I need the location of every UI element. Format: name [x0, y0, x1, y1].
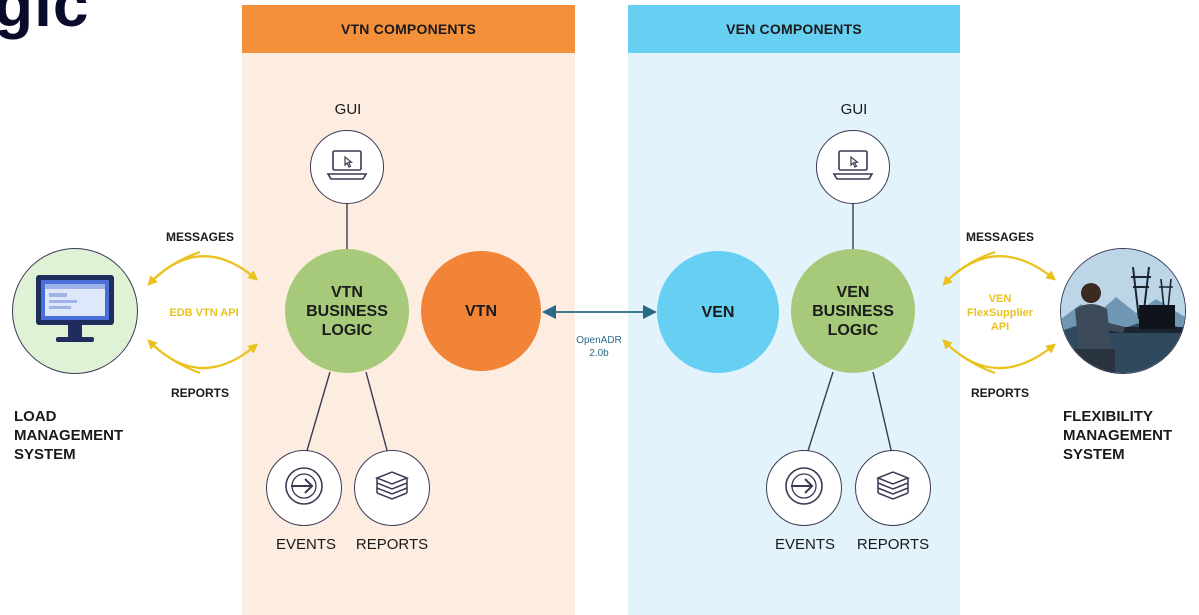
left-messages-label: MESSAGES	[165, 230, 234, 244]
arrow-into-circle-icon	[781, 463, 827, 514]
vtn-events-node	[266, 450, 342, 526]
ven-events-link	[806, 371, 834, 455]
vtn-node: VTN	[421, 251, 541, 371]
vtn-business-logic: VTN BUSINESS LOGIC	[285, 249, 409, 373]
vtn-reports-node	[354, 450, 430, 526]
right-api-label: VEN FlexSupplier API	[966, 293, 1034, 333]
flexibility-management-system-label: FLEXIBILITY MANAGEMENT SYSTEM	[1063, 408, 1173, 463]
left-messages-arrow-back	[147, 250, 201, 286]
load-management-system-label: LOAD MANAGEMENT SYSTEM	[14, 408, 124, 463]
laptop-cursor-icon	[325, 148, 369, 187]
laptop-cursor-icon	[831, 148, 875, 187]
right-reports-label: REPORTS	[970, 386, 1029, 400]
ven-reports-link	[872, 371, 893, 455]
vtn-events-label: EVENTS	[275, 536, 336, 553]
left-api-label: EDB VTN API	[169, 307, 239, 319]
right-messages-label: MESSAGES	[965, 230, 1034, 244]
vtn-reports-link	[365, 371, 389, 455]
right-messages-arrow-back	[942, 250, 996, 286]
ven-components-header: VEN COMPONENTS	[628, 5, 960, 53]
heading-fragment: gic	[0, 0, 90, 40]
ven-gui-label: GUI	[840, 101, 868, 118]
load-management-node	[12, 248, 138, 374]
ven-business-logic: VEN BUSINESS LOGIC	[791, 249, 915, 373]
ven-gui-node	[816, 130, 890, 204]
ven-events-label: EVENTS	[774, 536, 835, 553]
vtn-components-header: VTN COMPONENTS	[242, 5, 575, 53]
left-reports-arrow-back	[147, 339, 201, 375]
protocol-label: OpenADR 2.0b	[576, 335, 622, 359]
vtn-reports-label: REPORTS	[355, 536, 429, 553]
left-reports-label: REPORTS	[170, 386, 229, 400]
ven-reports-node	[855, 450, 931, 526]
stacked-papers-icon	[369, 463, 415, 514]
right-reports-arrow-back	[942, 339, 996, 375]
stacked-papers-icon	[870, 463, 916, 514]
vtn-gui-node	[310, 130, 384, 204]
desktop-monitor-icon	[30, 269, 120, 354]
ven-node: VEN	[657, 251, 779, 373]
vtn-events-link	[305, 371, 331, 455]
ven-events-node	[766, 450, 842, 526]
flexibility-management-node	[1060, 248, 1186, 374]
ven-reports-label: REPORTS	[856, 536, 930, 553]
person-at-desk-power-lines-icon	[1061, 249, 1185, 373]
arrow-into-circle-icon	[281, 463, 327, 514]
vtn-gui-label: GUI	[334, 101, 362, 118]
